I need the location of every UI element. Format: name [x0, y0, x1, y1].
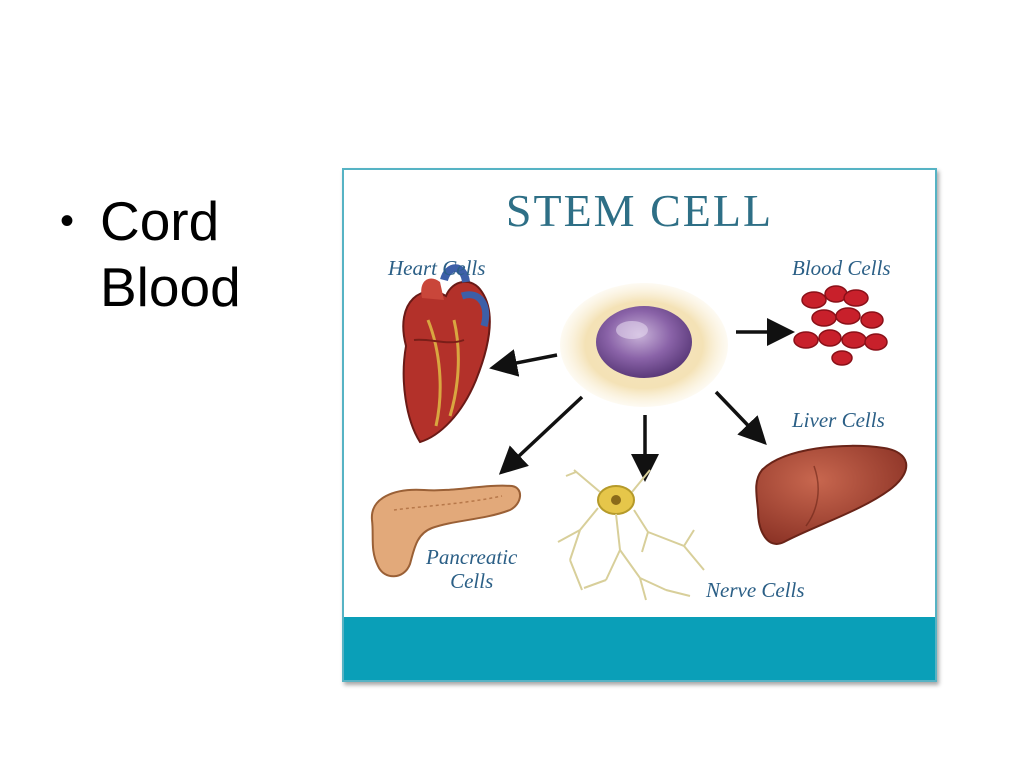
- bullet-item: • Cord Blood: [58, 188, 320, 320]
- stem-cell-icon: [560, 283, 728, 407]
- liver-icon: [755, 444, 908, 545]
- differentiation-arrows: [489, 318, 795, 482]
- pancreas-icon: [370, 484, 521, 578]
- bullet-list: • Cord Blood: [58, 188, 320, 320]
- stem-cell-figure: STEM CELL Heart Cells Blood Cells Liver …: [342, 168, 937, 682]
- bullet-dot-icon: •: [60, 199, 75, 243]
- heart-cells-label: Heart Cells: [388, 256, 486, 280]
- bullet-text: Cord Blood: [100, 190, 241, 318]
- figure-title: STEM CELL: [505, 185, 774, 236]
- nerve-cells-label: Nerve Cells: [706, 578, 805, 602]
- liver-cells-label: Liver Cells: [792, 408, 885, 432]
- arrow-to-pancreas: [498, 395, 584, 475]
- arrow-to-liver: [714, 390, 767, 446]
- blood-cells-icon: [793, 285, 888, 366]
- nerve-cell-icon: [557, 469, 705, 601]
- blood-cells-label: Blood Cells: [792, 256, 891, 280]
- stem-cell-illustration: [370, 264, 908, 601]
- pancreatic-cells-label-line2: Cells: [450, 569, 494, 593]
- arrow-to-heart: [489, 349, 558, 377]
- pancreatic-cells-label: Pancreatic Cells: [426, 545, 517, 593]
- pancreatic-cells-label-line1: Pancreatic: [426, 545, 518, 569]
- figure-footer-band: [344, 617, 935, 680]
- heart-icon: [402, 264, 491, 444]
